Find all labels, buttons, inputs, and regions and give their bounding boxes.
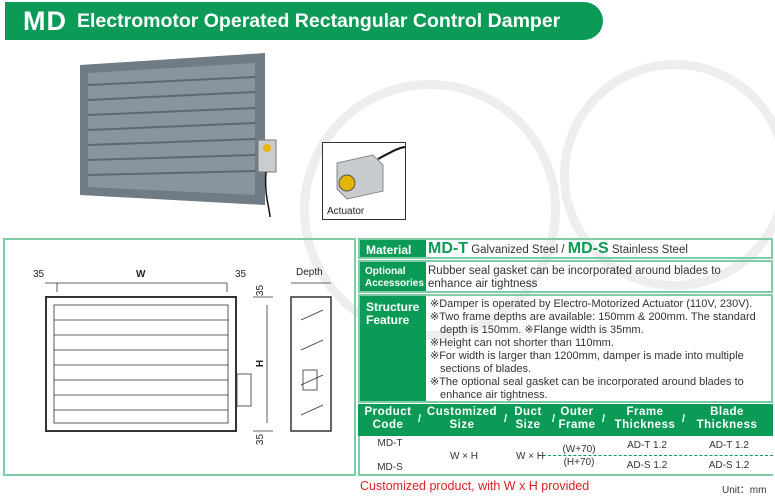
actuator-label: Actuator (327, 206, 365, 217)
cell-custom-size: W × H (449, 451, 479, 462)
md-t-material: Galvanized Steel / (471, 244, 565, 256)
actuator-image (336, 146, 406, 200)
accessories-label-2: Accessories (365, 278, 424, 289)
header-frame: Frame (558, 419, 596, 431)
cell-frame-t: AD-T 1.2 (627, 440, 667, 451)
structure-row: Structure Feature ※Damper is operated by… (358, 294, 773, 403)
header-blade: Blade (710, 406, 744, 418)
header-product: Product (364, 406, 412, 418)
unit-label: Unit：mm (722, 485, 767, 496)
height-dimension: H (255, 359, 267, 368)
cell-code-s: MD-S (377, 462, 403, 473)
accessories-label-1: Optional (365, 266, 406, 277)
structure-item: ※The optional seal gasket can be incorpo… (430, 376, 744, 401)
damper-technical-drawing (45, 282, 332, 432)
cell-blade-s: AD-S 1.2 (708, 460, 750, 471)
header-size: Size (449, 419, 475, 431)
structure-label-1: Structure (366, 300, 420, 314)
md-s-code: MD-S (567, 240, 609, 257)
material-row: Material MD-T Galvanized Steel / MD-S St… (358, 238, 773, 259)
structure-item: ※Damper is operated by Electro-Motorized… (430, 298, 753, 310)
spec-table-body: MD-T MD-S W × H W × H (W+70) (H+70) AD-T… (358, 436, 773, 476)
accessories-row: Optional Accessories Rubber seal gasket … (358, 260, 773, 293)
header-frame-thk: Frame (626, 406, 664, 418)
dimension-drawing: 35 W 35 Depth 35 H 35 (3, 238, 356, 476)
md-t-code: MD-T (428, 240, 468, 257)
width-dimension: W (136, 269, 146, 280)
cell-frame-s: AD-S 1.2 (626, 460, 668, 471)
header-duct-size: Size (515, 419, 541, 431)
damper-photo (80, 53, 277, 218)
cell-blade-t: AD-T 1.2 (709, 440, 749, 451)
header-duct: Duct (514, 406, 542, 418)
background-watermark (300, 80, 560, 340)
structure-item: ※Height can not shorter than 110mm. (430, 337, 614, 349)
cell-outer-h: (H+70) (563, 457, 595, 468)
accessories-text: Rubber seal gasket can be incorporated a… (428, 265, 721, 290)
flange-top-dimension: 35 (255, 284, 267, 297)
header-code: Code (372, 419, 404, 431)
flange-bottom-dimension: 35 (255, 433, 267, 446)
page-header: MD Electromotor Operated Rectangular Con… (5, 2, 603, 40)
material-label: Material (360, 240, 426, 257)
background-watermark (560, 60, 775, 290)
structure-item: ※Two frame depths are available: 150mm &… (430, 311, 756, 336)
flange-left-dimension: 35 (33, 269, 45, 280)
header-frame-thickness: Thickness (614, 419, 676, 431)
depth-dimension: Depth (296, 267, 323, 278)
cell-outer-w: (W+70) (562, 444, 596, 455)
flange-right-dimension: 35 (235, 269, 247, 280)
header-outer: Outer (560, 406, 594, 418)
header-customized: Customized (426, 406, 498, 418)
cell-code-t: MD-T (377, 438, 403, 449)
model-code: MD (23, 5, 67, 36)
customized-note: Customized product, with W x H provided (360, 479, 590, 493)
actuator-inset: Actuator (322, 142, 406, 220)
row-divider (538, 455, 773, 456)
cell-duct-size: W × H (515, 451, 545, 462)
md-s-material: Stainless Steel (611, 244, 688, 256)
structure-label-2: Feature (366, 313, 410, 327)
structure-item: ※For width is larger than 1200mm, damper… (430, 350, 744, 375)
page-title: Electromotor Operated Rectangular Contro… (77, 9, 561, 32)
header-blade-thickness: Thickness (696, 419, 758, 431)
